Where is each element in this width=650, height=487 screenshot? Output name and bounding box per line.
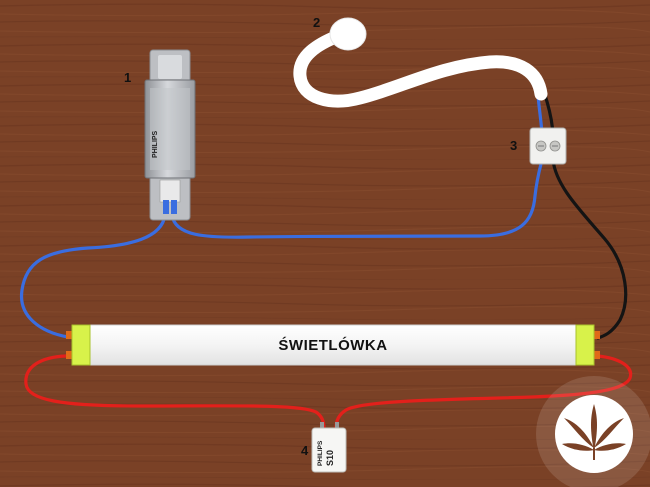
starter: PHILIPS S10 <box>311 422 347 473</box>
tube-label: ŚWIETLÓWKA <box>278 336 387 354</box>
tube-left-cap <box>71 324 91 366</box>
terminal-block <box>529 127 567 165</box>
label-terminal-number: 3 <box>510 138 517 153</box>
black-wire-terminal-to-tube <box>551 158 628 340</box>
red-wire-tube-to-starter-right <box>334 354 633 430</box>
blue-wire-ballast-to-terminal <box>170 158 544 239</box>
red-wire-tube-to-starter-left <box>24 354 326 430</box>
starter-model: S10 <box>325 450 335 466</box>
white-mains-cable <box>293 29 548 108</box>
plug <box>329 17 367 51</box>
label-ballast-number: 1 <box>124 70 131 85</box>
watermark-seal <box>536 376 650 487</box>
blue-wire-ballast-to-tube <box>19 213 167 339</box>
label-starter-number: 4 <box>301 443 309 458</box>
label-plug-number: 2 <box>313 15 320 30</box>
ballast: PHILIPS <box>144 49 196 221</box>
ballast-brand: PHILIPS <box>152 130 159 158</box>
tube-right-cap <box>575 324 595 366</box>
fluorescent-tube: ŚWIETLÓWKA <box>66 324 600 366</box>
cannabis-leaf-icon <box>562 404 626 460</box>
starter-brand: PHILIPS <box>317 440 324 466</box>
